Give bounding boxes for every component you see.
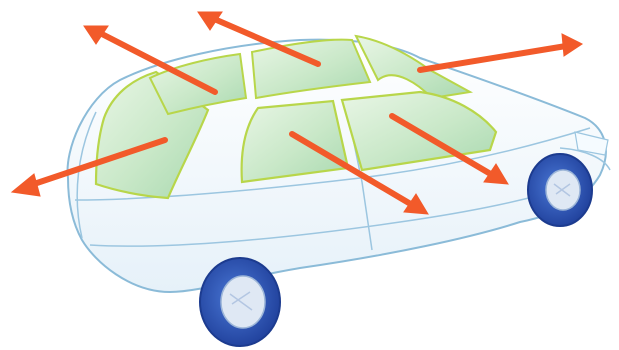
rear-door-window xyxy=(242,101,348,182)
front-wheel xyxy=(528,154,592,226)
rear-wheel xyxy=(200,258,280,346)
arrow-top-right xyxy=(420,34,582,70)
